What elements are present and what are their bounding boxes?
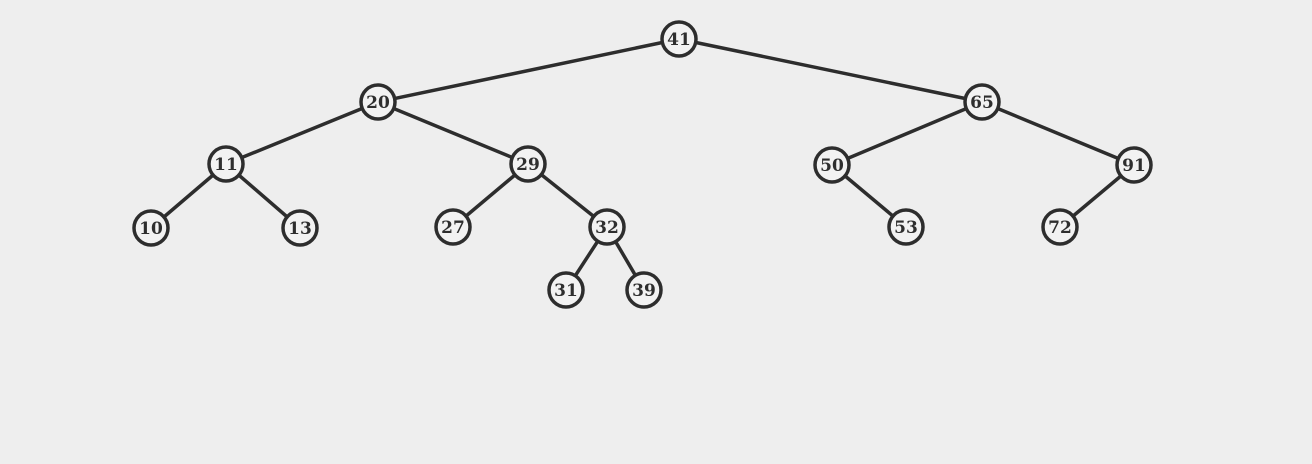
tree-node-value: 27 [441, 218, 465, 238]
tree-node-31: 31 [547, 271, 585, 309]
tree-node-circle [625, 271, 663, 309]
tree-node-circle [660, 20, 698, 58]
tree-node-circle [1041, 208, 1079, 246]
tree-node-value: 72 [1048, 218, 1072, 238]
tree-node-50: 50 [813, 146, 851, 184]
tree-node-72: 72 [1041, 208, 1079, 246]
tree-node-32: 32 [588, 208, 626, 246]
tree-node-circle [281, 209, 319, 247]
tree-edge-41-20 [376, 37, 681, 104]
tree-node-value: 10 [139, 219, 163, 239]
tree-node-value: 91 [1122, 156, 1146, 176]
tree-node-value: 53 [894, 218, 918, 238]
tree-node-value: 29 [516, 155, 540, 175]
tree-node-circle [132, 209, 170, 247]
tree-node-65: 65 [963, 83, 1001, 121]
tree-node-53: 53 [887, 208, 925, 246]
tree-node-11: 11 [207, 145, 245, 183]
tree-node-29: 29 [509, 145, 547, 183]
tree-node-13: 13 [281, 209, 319, 247]
tree-node-circle [963, 83, 1001, 121]
tree-node-91: 91 [1115, 146, 1153, 184]
tree-node-value: 31 [554, 281, 578, 301]
tree-node-value: 50 [820, 156, 844, 176]
tree-node-value: 41 [667, 30, 691, 50]
tree-edge-65-50 [830, 100, 984, 167]
tree-node-39: 39 [625, 271, 663, 309]
tree-node-20: 20 [359, 83, 397, 121]
tree-node-41: 41 [660, 20, 698, 58]
tree-edge-20-11 [224, 100, 380, 166]
tree-node-circle [509, 145, 547, 183]
tree-node-circle [588, 208, 626, 246]
tree-edge-20-29 [376, 100, 530, 166]
tree-edge-41-65 [677, 37, 984, 104]
tree-node-circle [207, 145, 245, 183]
tree-node-circle [887, 208, 925, 246]
tree-node-value: 39 [632, 281, 656, 301]
tree-node-value: 13 [288, 219, 312, 239]
tree-node-value: 32 [595, 218, 619, 238]
tree-node-10: 10 [132, 209, 170, 247]
tree-node-value: 11 [214, 155, 238, 175]
tree-node-circle [547, 271, 585, 309]
tree-edge-65-91 [980, 100, 1136, 167]
tree-node-circle [813, 146, 851, 184]
tree-nodes-layer: 41 20 65 11 29 50 91 10 13 27 32 53 72 31 39 [132, 20, 1153, 309]
tree-node-27: 27 [434, 208, 472, 246]
tree-node-circle [434, 208, 472, 246]
tree-node-circle [1115, 146, 1153, 184]
tree-node-value: 65 [970, 93, 994, 113]
tree-node-circle [359, 83, 397, 121]
tree-node-value: 20 [366, 93, 390, 113]
